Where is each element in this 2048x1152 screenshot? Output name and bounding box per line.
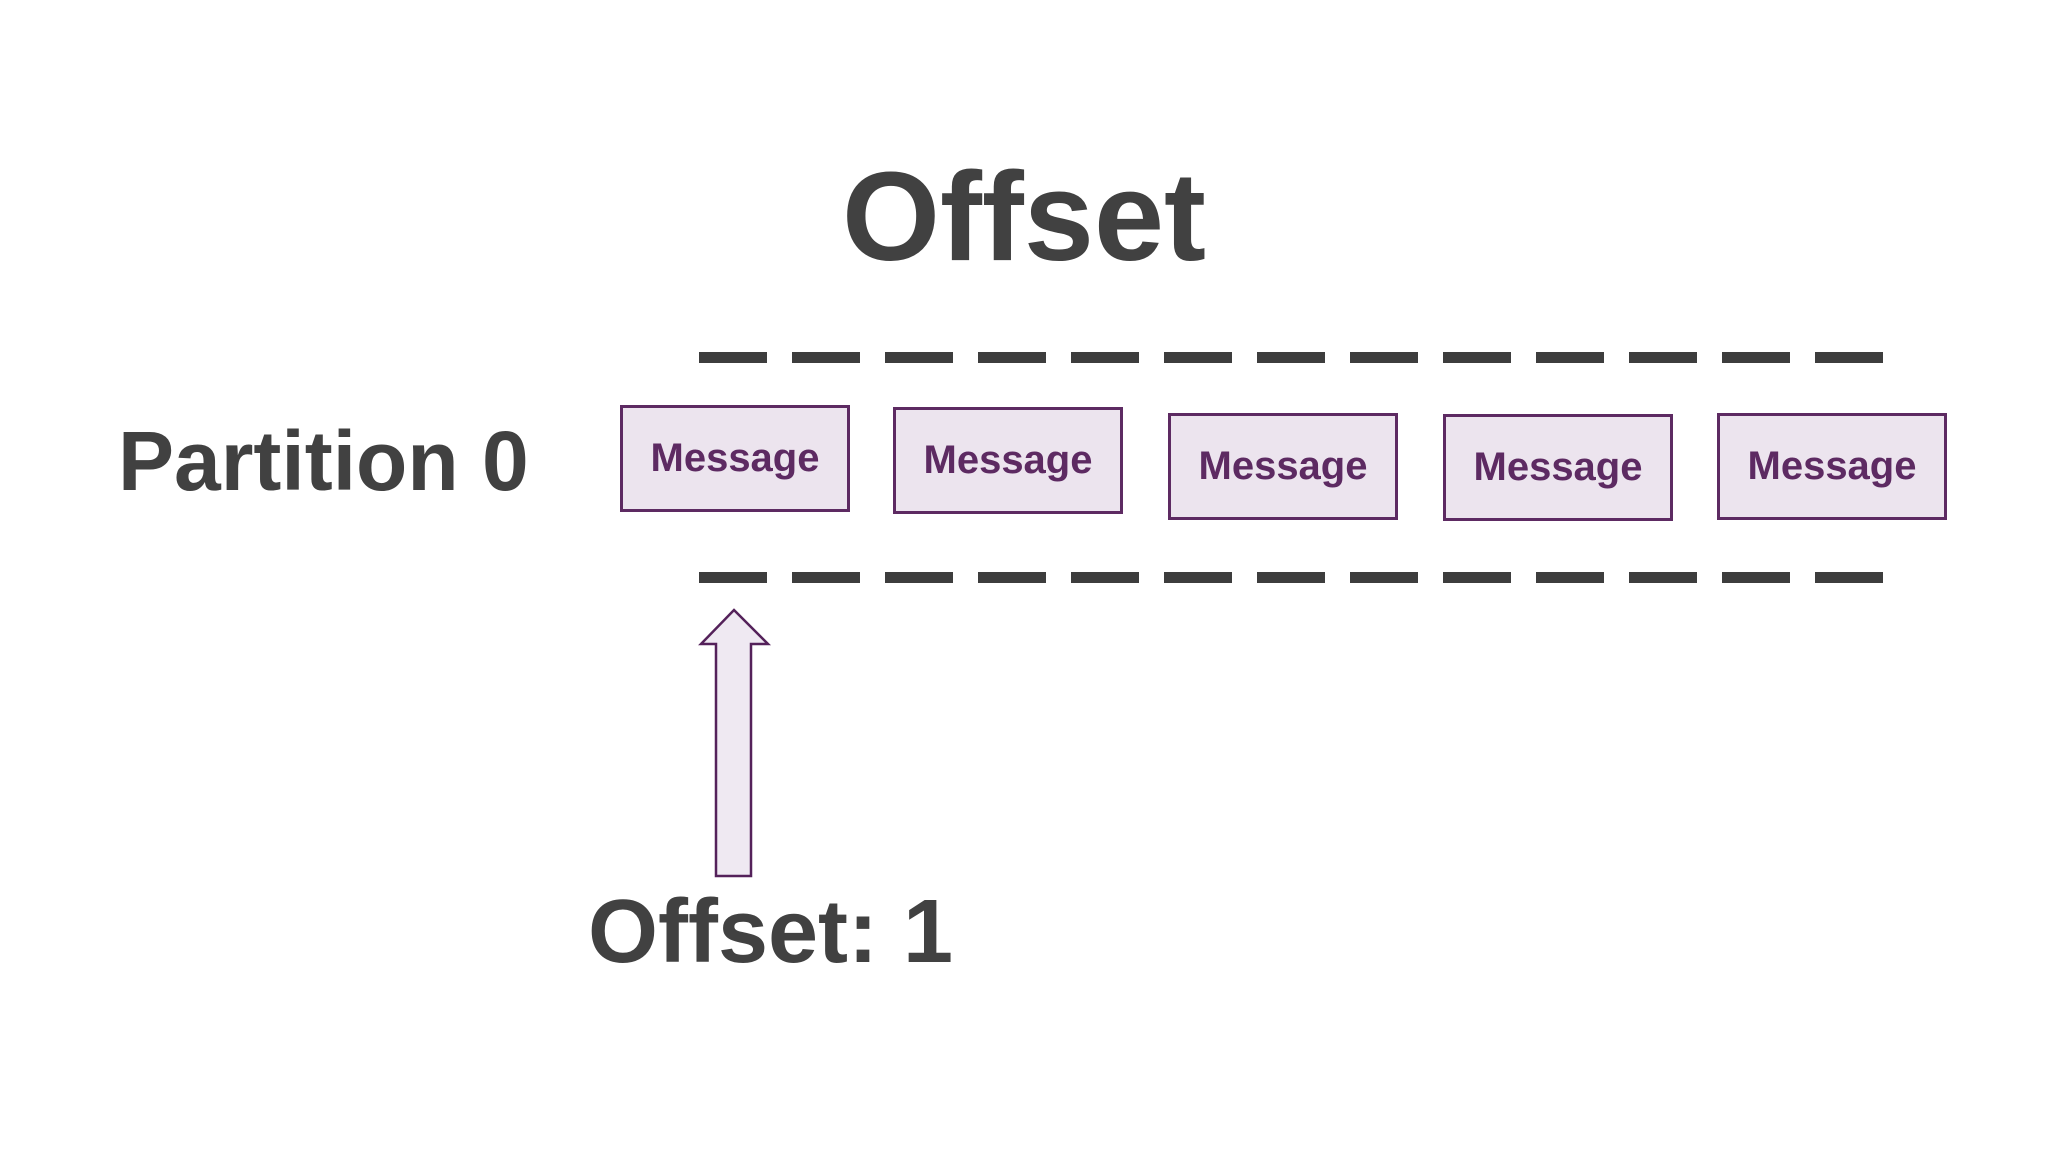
message-box-1: Message xyxy=(893,407,1123,514)
partition-top-boundary-line xyxy=(699,352,1883,363)
diagram-title: Offset xyxy=(841,146,1207,287)
message-box-label: Message xyxy=(923,438,1093,482)
message-box-label: Message xyxy=(1473,445,1643,489)
message-box-3: Message xyxy=(1443,414,1673,521)
partition-label: Partition 0 xyxy=(118,414,529,508)
message-box-label: Message xyxy=(1198,444,1368,488)
offset-pointer-label: Offset: 1 xyxy=(588,882,954,982)
up-arrow-icon xyxy=(698,608,772,878)
message-box-label: Message xyxy=(1747,444,1917,488)
message-box-label: Message xyxy=(650,436,820,480)
message-box-0: Message xyxy=(620,405,850,512)
message-box-4: Message xyxy=(1717,413,1947,520)
message-box-2: Message xyxy=(1168,413,1398,520)
partition-bottom-boundary-line xyxy=(699,572,1883,583)
